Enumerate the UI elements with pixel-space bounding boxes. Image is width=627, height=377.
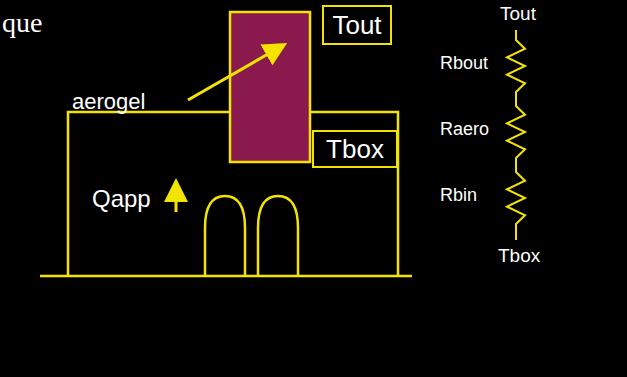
resistor-label: Rbout [440, 54, 488, 74]
resistor-label: Raero [440, 120, 489, 140]
heat-arrow [175, 184, 178, 212]
node-text: Tbox [326, 135, 384, 164]
temperature-box: Tout [322, 5, 392, 45]
node-label: Tout [500, 4, 536, 25]
node-label: Tbox [498, 246, 540, 267]
aerogel-slab [230, 12, 310, 162]
box-wall [310, 112, 398, 276]
base-line [40, 275, 412, 278]
pointer-arrow [188, 46, 282, 100]
heater-loop [205, 196, 245, 276]
cut-title: que [2, 8, 42, 39]
heater-loop [258, 196, 298, 276]
heat-label: Qapp [92, 186, 151, 212]
resistor-chain [507, 30, 525, 240]
resistor-label: Rbin [440, 186, 477, 206]
part-label: aerogel [72, 90, 145, 114]
temperature-box: Tbox [312, 130, 398, 168]
node-text: Tout [332, 11, 381, 40]
